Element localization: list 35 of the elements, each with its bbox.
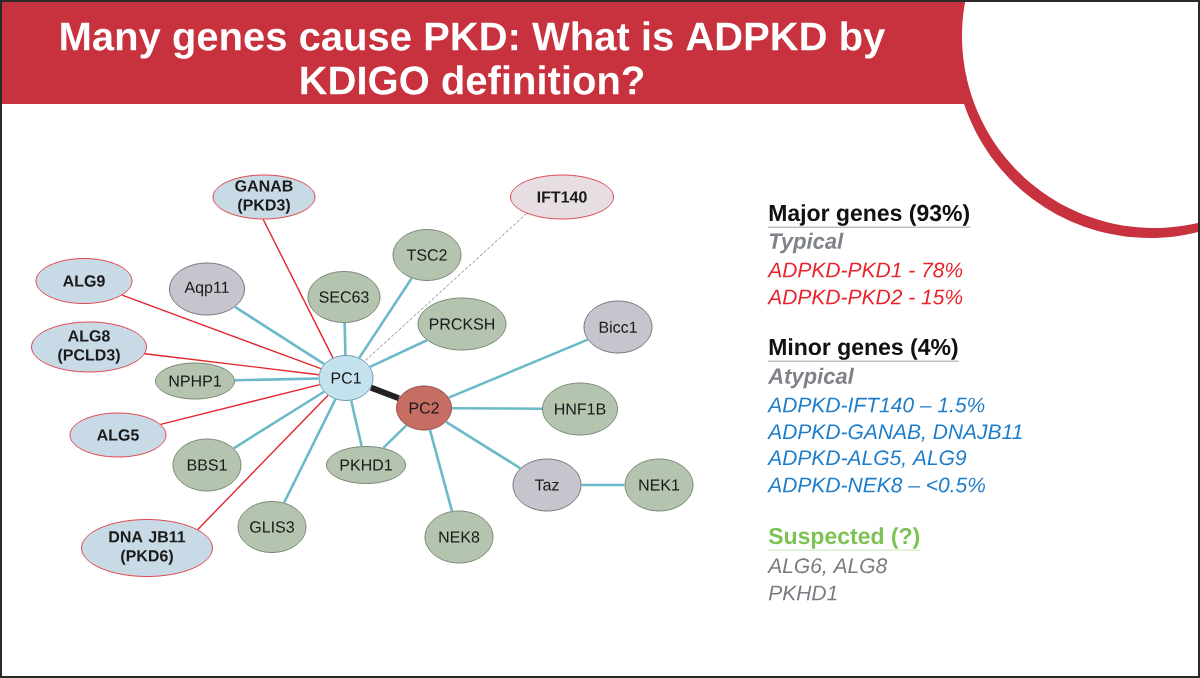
gene-list-item: ADPKD-NEK8 – <0.5% <box>767 477 985 493</box>
connector-line <box>448 338 589 399</box>
section-heading: Suspected (?) <box>768 527 921 551</box>
gene-list-item: PKHD1 <box>768 585 837 601</box>
gene-list-item: ADPKD-PKD2 - 15% <box>767 289 963 305</box>
gene-list-item: ALG6, ALG8 <box>767 558 888 576</box>
connector-line <box>262 218 334 359</box>
connector-line <box>369 384 400 402</box>
gene-list-item: ADPKD-ALG5, ALG9 <box>767 450 967 468</box>
category-label: Atypical <box>767 367 855 389</box>
connector-line <box>581 483 625 487</box>
gene-list-item: ADPKD-IFT140 – 1.5% <box>767 397 985 413</box>
connector-line <box>234 305 325 366</box>
connector-line <box>233 390 325 450</box>
connector-line <box>197 394 329 531</box>
section-heading: Minor genes (4%) <box>768 338 959 362</box>
connector-line <box>144 353 320 376</box>
gene-list-item: ADPKD-PKD1 - 78% <box>767 262 963 278</box>
connector-line <box>451 406 543 411</box>
connector-line <box>343 322 347 356</box>
connector-line <box>234 377 319 382</box>
connector-line <box>349 400 363 447</box>
title-banner: Many genes cause PKD: What is ADPKD by KDIGO definition? <box>0 0 975 104</box>
connector-line <box>282 398 337 504</box>
connector-line <box>358 277 413 359</box>
connector-line <box>159 383 321 426</box>
connector-line <box>428 429 454 512</box>
section-heading: Major genes (93%) <box>768 204 971 228</box>
connector-line <box>382 424 408 449</box>
connector-line <box>445 420 521 470</box>
gene-list-item: ADPKD-GANAB, DNAJB11 <box>767 424 1022 442</box>
connector-line <box>369 339 428 368</box>
category-label: Typical <box>769 232 844 254</box>
connector-line <box>121 294 322 370</box>
connector-line <box>364 213 528 362</box>
